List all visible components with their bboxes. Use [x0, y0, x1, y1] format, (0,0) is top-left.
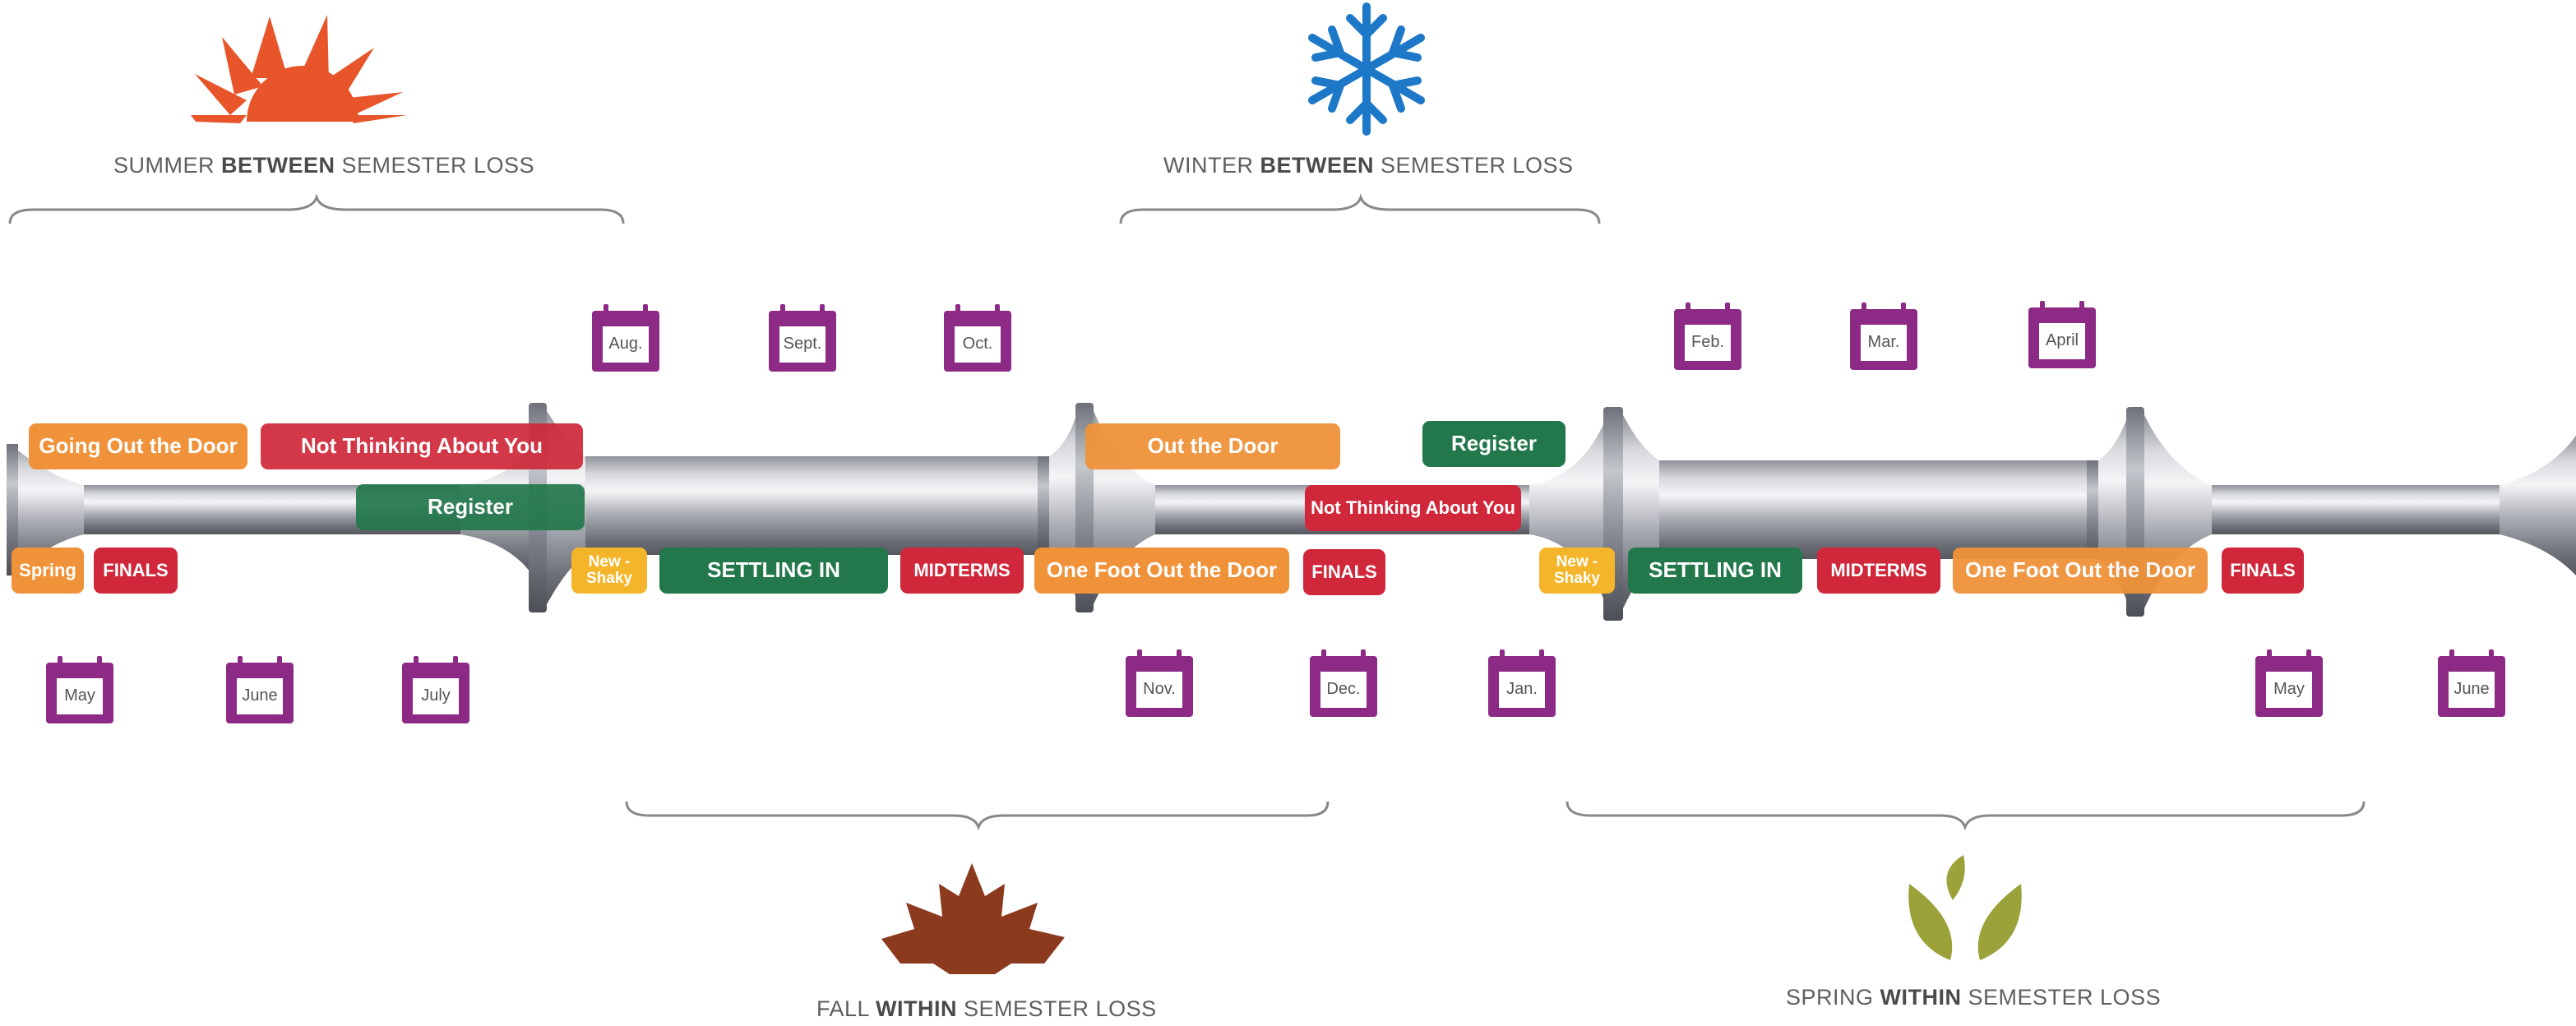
maple-leaf-icon	[881, 863, 1065, 974]
calendar-mar: Mar.	[1850, 303, 1917, 372]
calendar-oct: Oct.	[944, 304, 1011, 373]
calendar-icon	[944, 304, 1011, 372]
phase-out-the-door: Out the Door	[1085, 423, 1340, 469]
month-label: Feb.	[1690, 332, 1725, 351]
calendar-icon	[1850, 303, 1917, 370]
phase-midterms: MIDTERMS	[900, 548, 1024, 594]
snowflake-icon	[1308, 2, 1425, 136]
fall-brace	[625, 801, 1330, 831]
phase-finals-winter: FINALS	[1303, 549, 1385, 595]
phase-new-shaky-spring: New - Shaky	[1539, 548, 1615, 594]
calendar-dec: Dec.	[1310, 649, 1377, 719]
month-label: July	[421, 686, 451, 705]
calendar-icon	[2028, 301, 2096, 368]
calendar-sept: Sept.	[769, 304, 836, 373]
calendar-june-end: June	[2438, 649, 2505, 719]
phase-new-shaky: New - Shaky	[571, 548, 647, 594]
sun-icon	[191, 15, 407, 123]
calendar-icon	[402, 656, 469, 723]
month-label: June	[2453, 679, 2490, 698]
calendar-icon	[1310, 649, 1377, 717]
fall-title: FALL WITHIN SEMESTER LOSS	[816, 996, 1157, 1021]
sprout-icon	[1908, 855, 2022, 960]
calendar-may-end: May	[2255, 649, 2323, 719]
calendar-icon	[769, 304, 836, 372]
calendar-icon	[226, 656, 294, 723]
summer-brace	[8, 193, 625, 224]
calendar-icon	[2438, 649, 2505, 717]
month-label: June	[242, 686, 278, 705]
month-label: Sept.	[783, 334, 822, 353]
calendar-april: April	[2028, 301, 2096, 370]
phase-finals-spring: FINALS	[2222, 548, 2304, 594]
winter-brace	[1119, 193, 1601, 224]
calendar-aug: Aug.	[592, 304, 659, 373]
calendar-icon	[1126, 649, 1193, 717]
calendar-july: July	[402, 656, 469, 725]
phase-register: Register	[356, 484, 585, 530]
summer-title: SUMMER BETWEEN SEMESTER LOSS	[113, 153, 535, 178]
month-label: Dec.	[1326, 679, 1361, 698]
spring-title: SPRING WITHIN SEMESTER LOSS	[1786, 985, 2162, 1010]
phase-not-thinking-about-you: Not Thinking About You	[261, 423, 583, 469]
month-label: Oct.	[962, 334, 993, 353]
month-label: Aug.	[608, 334, 643, 353]
phase-settling-in: SETTLING IN	[659, 548, 888, 594]
phase-midterms-spring: MIDTERMS	[1817, 548, 1940, 594]
phase-spring: Spring	[12, 548, 84, 594]
month-calendars	[46, 301, 2505, 723]
phase-register-winter: Register	[1422, 421, 1565, 467]
month-label: May	[2273, 679, 2305, 698]
phase-settling-in-spring: SETTLING IN	[1628, 548, 1802, 594]
calendar-icon	[46, 656, 113, 723]
phase-going-out-the-door: Going Out the Door	[29, 423, 247, 469]
month-label: Mar.	[1867, 332, 1900, 351]
calendar-icon	[1674, 303, 1741, 370]
calendar-icon	[592, 304, 659, 372]
phase-one-foot-out-the-door-spring: One Foot Out the Door	[1953, 548, 2208, 594]
calendar-nov: Nov.	[1126, 649, 1193, 719]
calendar-icon	[1488, 649, 1556, 717]
phase-finals: FINALS	[94, 548, 178, 594]
calendar-jan: Jan.	[1488, 649, 1556, 719]
month-label: Nov.	[1143, 679, 1176, 698]
phase-not-thinking-about-you-winter: Not Thinking About You	[1305, 485, 1521, 531]
month-label: May	[64, 686, 95, 705]
month-label: April	[2045, 330, 2079, 349]
winter-title: WINTER BETWEEN SEMESTER LOSS	[1163, 153, 1574, 178]
phase-one-foot-out-the-door: One Foot Out the Door	[1034, 548, 1289, 594]
calendar-june: June	[226, 656, 294, 725]
calendar-icon	[2255, 649, 2323, 717]
calendar-feb: Feb.	[1674, 303, 1741, 372]
calendar-may: May	[46, 656, 113, 725]
spring-brace	[1565, 801, 2366, 831]
month-label: Jan.	[1506, 679, 1538, 698]
